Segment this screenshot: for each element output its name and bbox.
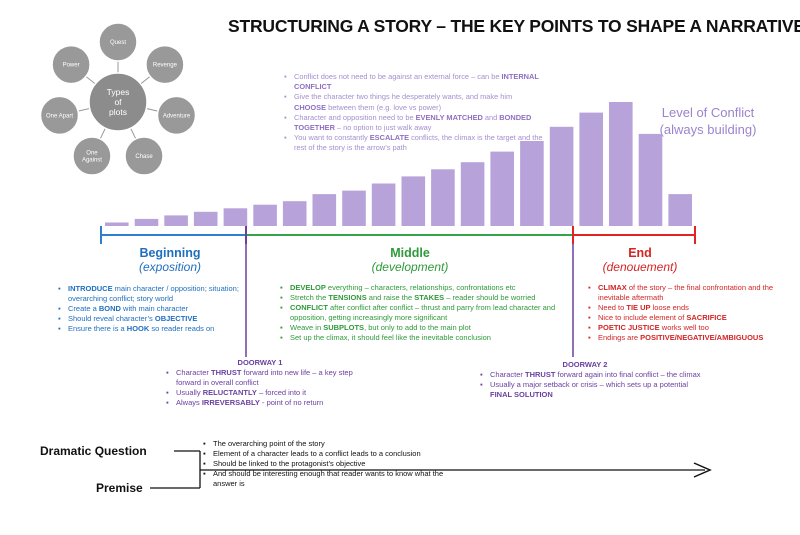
end-subtitle: (denouement) xyxy=(602,260,678,274)
beginning-heading: Beginning (exposition) xyxy=(95,246,245,274)
conflict-bar xyxy=(134,218,159,226)
conflict-bar xyxy=(638,133,663,226)
plot-type-power: Power xyxy=(51,44,91,85)
plot-type-chase: Chase xyxy=(124,136,164,176)
conflict-bar xyxy=(668,194,692,226)
dramatic-question-item: The overarching point of the story xyxy=(203,439,463,449)
conflict-bar xyxy=(193,211,218,226)
doorway1-item: Character THRUST forward into new life –… xyxy=(166,368,376,388)
middle-heading: Middle (development) xyxy=(335,246,485,274)
premise-label: Premise xyxy=(96,481,143,495)
level-of-conflict-title: Level of Conflict xyxy=(661,105,755,120)
beginning-list: INTRODUCE main character / opposition; s… xyxy=(58,284,258,334)
conflict-bar xyxy=(490,151,514,226)
conflict-note: Character and opposition need to be EVEN… xyxy=(284,113,546,133)
svg-text:Chase: Chase xyxy=(135,154,153,160)
plot-type-adventure: Adventure xyxy=(156,95,197,136)
doorway2-item: Usually a major setback or crisis – whic… xyxy=(480,380,705,400)
conflict-notes: Conflict does not need to be against an … xyxy=(284,72,546,154)
end-list: CLIMAX of the story – the final confront… xyxy=(588,283,788,343)
conflict-note: Conflict does not need to be against an … xyxy=(284,72,546,92)
conflict-bar xyxy=(431,169,455,226)
end-item: Need to TIE UP loose ends xyxy=(588,303,788,313)
doorway1-list: Character THRUST forward into new life –… xyxy=(166,368,376,408)
conflict-bar xyxy=(460,162,485,226)
conflict-bar xyxy=(609,102,633,226)
middle-title: Middle xyxy=(390,246,430,260)
page-title: STRUCTURING A STORY – THE KEY POINTS TO … xyxy=(228,16,800,36)
middle-item: DEVELOP everything – characters, relatio… xyxy=(280,283,560,293)
conflict-bar xyxy=(342,190,366,226)
doorway2-title: DOORWAY 2 xyxy=(562,360,608,369)
beginning-item: Create a BOND with main character xyxy=(58,304,258,314)
beginning-title: Beginning xyxy=(139,246,201,260)
conflict-bar xyxy=(282,201,307,226)
conflict-bar xyxy=(164,215,188,226)
end-item: Endings are POSITIVE/NEGATIVE/AMBIGUOUS xyxy=(588,333,788,343)
dramatic-question-list: The overarching point of the storyElemen… xyxy=(203,439,463,489)
svg-text:Power: Power xyxy=(63,63,80,69)
beginning-subtitle: (exposition) xyxy=(138,260,202,274)
dramatic-question-item: And should be interesting enough that re… xyxy=(203,469,463,489)
conflict-bar xyxy=(579,112,603,226)
middle-subtitle: (development) xyxy=(371,260,449,274)
doorway1-title: DOORWAY 1 xyxy=(237,358,283,367)
middle-item: Stretch the TENSIONS and raise the STAKE… xyxy=(280,293,560,303)
svg-text:One Apart: One Apart xyxy=(46,113,73,119)
middle-item: Set up the climax, it should feel like t… xyxy=(280,333,560,343)
level-of-conflict-heading: Level of Conflict (always building) xyxy=(638,104,778,138)
end-title: End xyxy=(628,246,652,260)
conflict-bar xyxy=(223,208,248,226)
conflict-bar xyxy=(253,204,277,226)
beginning-item: Should reveal character’s OBJECTIVE xyxy=(58,314,258,324)
middle-item: Weave in SUBPLOTS, but only to add to th… xyxy=(280,323,560,333)
doorway2-list: Character THRUST forward again into fina… xyxy=(480,370,705,400)
conflict-bar xyxy=(549,126,574,226)
svg-text:Revenge: Revenge xyxy=(153,63,178,69)
svg-text:Quest: Quest xyxy=(110,40,126,46)
conflict-bar xyxy=(371,183,396,226)
end-heading: End (denouement) xyxy=(565,246,715,274)
dramatic-question-item: Should be linked to the protagonist’s ob… xyxy=(203,459,463,469)
narrative-arrow-head xyxy=(693,462,712,478)
doorway2-item: Character THRUST forward again into fina… xyxy=(480,370,705,380)
middle-item: CONFLICT after conflict after conflict –… xyxy=(280,303,560,323)
level-of-conflict-subtitle: (always building) xyxy=(659,122,757,137)
conflict-bar xyxy=(312,194,337,226)
plot-type-revenge: Revenge xyxy=(145,44,185,85)
conflict-bar xyxy=(401,176,426,226)
plot-type-oneapart: One Apart xyxy=(39,95,80,136)
end-item: CLIMAX of the story – the final confront… xyxy=(588,283,788,303)
svg-text:Adventure: Adventure xyxy=(163,113,191,119)
beginning-item: Ensure there is a HOOK so reader reads o… xyxy=(58,324,258,334)
conflict-note: Give the character two things he despera… xyxy=(284,92,546,112)
conflict-note: You want to constantly ESCALATE conflict… xyxy=(284,133,546,153)
plot-type-quest: Quest xyxy=(98,22,138,62)
end-item: POETIC JUSTICE works well too xyxy=(588,323,788,333)
end-item: Nice to include element of SACRIFICE xyxy=(588,313,788,323)
dramatic-question-label: Dramatic Question xyxy=(40,444,147,458)
doorway1-item: Usually RELUCTANTLY – forced into it xyxy=(166,388,376,398)
conflict-bar xyxy=(520,141,544,226)
conflict-bar xyxy=(105,222,129,226)
doorway1-item: Always IRREVERSABLY - point of no return xyxy=(166,398,376,408)
beginning-item: INTRODUCE main character / opposition; s… xyxy=(58,284,258,304)
middle-list: DEVELOP everything – characters, relatio… xyxy=(280,283,560,343)
dramatic-question-item: Element of a character leads to a confli… xyxy=(203,449,463,459)
